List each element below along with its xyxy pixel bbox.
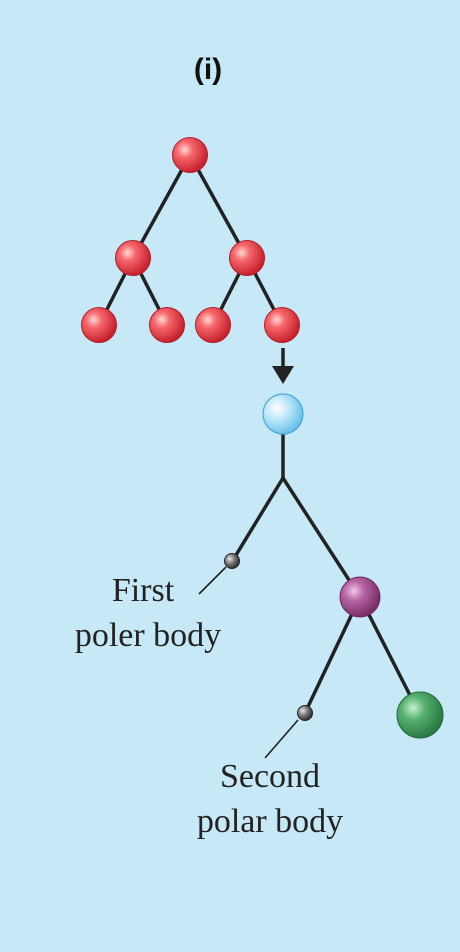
panel-label: (i) [194, 53, 222, 86]
leader-lines [198, 566, 299, 759]
oogonium-cell [229, 240, 265, 276]
oogonium-cell [172, 137, 208, 173]
secondary-oocyte-cell [339, 576, 381, 618]
meiosis-lines [231, 431, 422, 717]
oogonium-cell [264, 307, 300, 343]
second-polar-body-label-line1: Second [220, 758, 320, 795]
oogonium-cell [195, 307, 231, 343]
second-polar-body-label-line2: polar body [197, 803, 343, 840]
oogonia-cells [81, 137, 300, 343]
oogonium-cell [115, 240, 151, 276]
primary-oocyte-cell [262, 393, 304, 435]
first-polar-body-label-line1: First [112, 572, 175, 609]
second-polar-body-cell [297, 705, 313, 721]
ovum-cell [396, 691, 444, 739]
first-polar-body-cell [224, 553, 240, 569]
oogonium-cell [149, 307, 185, 343]
down-arrow-icon [272, 348, 294, 384]
first-polar-body-label-line2: poler body [75, 617, 221, 654]
oogonia-tree-lines [97, 153, 284, 327]
oogonium-cell [81, 307, 117, 343]
